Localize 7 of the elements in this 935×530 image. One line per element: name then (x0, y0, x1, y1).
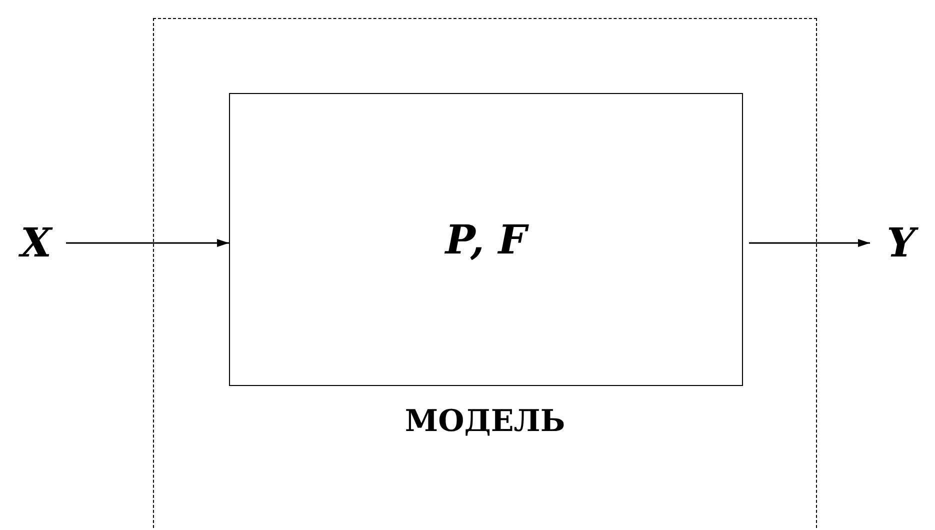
process-box (229, 93, 743, 386)
arrow (749, 239, 870, 247)
parameter-label: P, F (445, 216, 527, 263)
variable-label: X (20, 220, 52, 266)
arrow (66, 239, 229, 247)
model-label: МОДЕЛЬ (404, 404, 566, 439)
dashed-frame (153, 18, 817, 530)
